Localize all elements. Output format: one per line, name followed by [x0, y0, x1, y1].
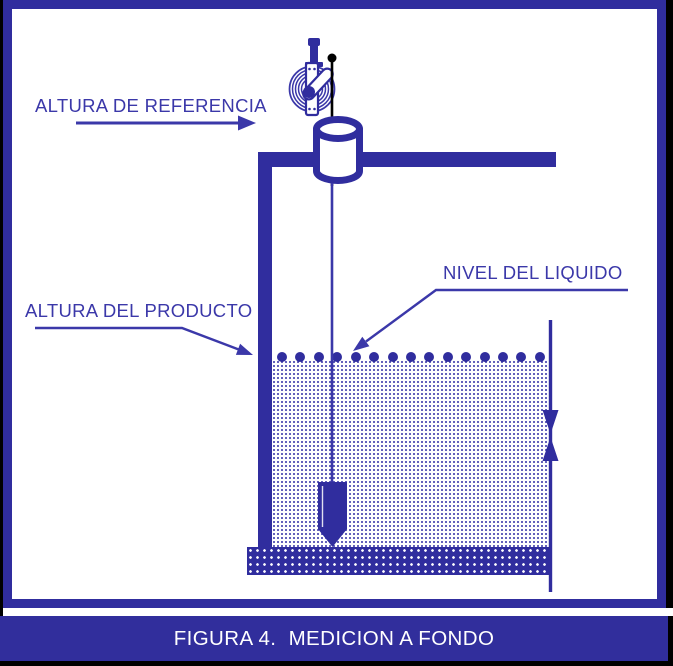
- liquid-surface-dots: [277, 352, 545, 362]
- liquid-surface-dot: [498, 352, 509, 362]
- product-height-leader: [35, 326, 253, 355]
- liquid-surface-dot: [534, 352, 545, 362]
- liquid-surface-dot: [295, 352, 306, 362]
- plumb-bob-icon: [318, 482, 347, 547]
- liquid-surface-dot: [369, 352, 380, 362]
- liquid-surface-dot: [277, 352, 287, 362]
- liquid-surface-dot: [387, 352, 398, 362]
- label-product-height: ALTURA DEL PRODUCTO: [25, 300, 253, 321]
- liquid-level-leader: [353, 288, 628, 351]
- caption-bar: FIGURA 4. MEDICION A FONDO: [0, 616, 668, 661]
- liquid-surface-dot: [442, 352, 453, 362]
- tank-left-wall: [258, 152, 272, 547]
- depth-dimension-line: [542, 320, 559, 592]
- gauge-hatch-icon: [313, 116, 363, 184]
- liquid-surface-dot: [424, 352, 435, 362]
- liquid-surface-dot: [350, 352, 361, 362]
- label-liquid-level: NIVEL DEL LIQUIDO: [443, 262, 623, 283]
- tape-reel-icon: [288, 38, 336, 117]
- label-reference-height: ALTURA DE REFERENCIA: [35, 95, 267, 116]
- figure-caption: FIGURA 4. MEDICION A FONDO: [173, 626, 495, 650]
- dimension-arrow-up: [542, 437, 559, 461]
- liquid-surface-dot: [461, 352, 472, 362]
- liquid-surface-dot: [479, 352, 490, 362]
- liquid-surface-dot: [516, 352, 527, 362]
- caption-divider-strip: [3, 608, 673, 616]
- datum-plate: [247, 547, 549, 575]
- dimension-arrow-down: [542, 410, 559, 434]
- liquid-surface-dot: [313, 352, 324, 362]
- reference-height-arrow: [76, 115, 256, 131]
- liquid-surface-dot: [405, 352, 416, 362]
- liquid-surface-dot: [332, 352, 343, 362]
